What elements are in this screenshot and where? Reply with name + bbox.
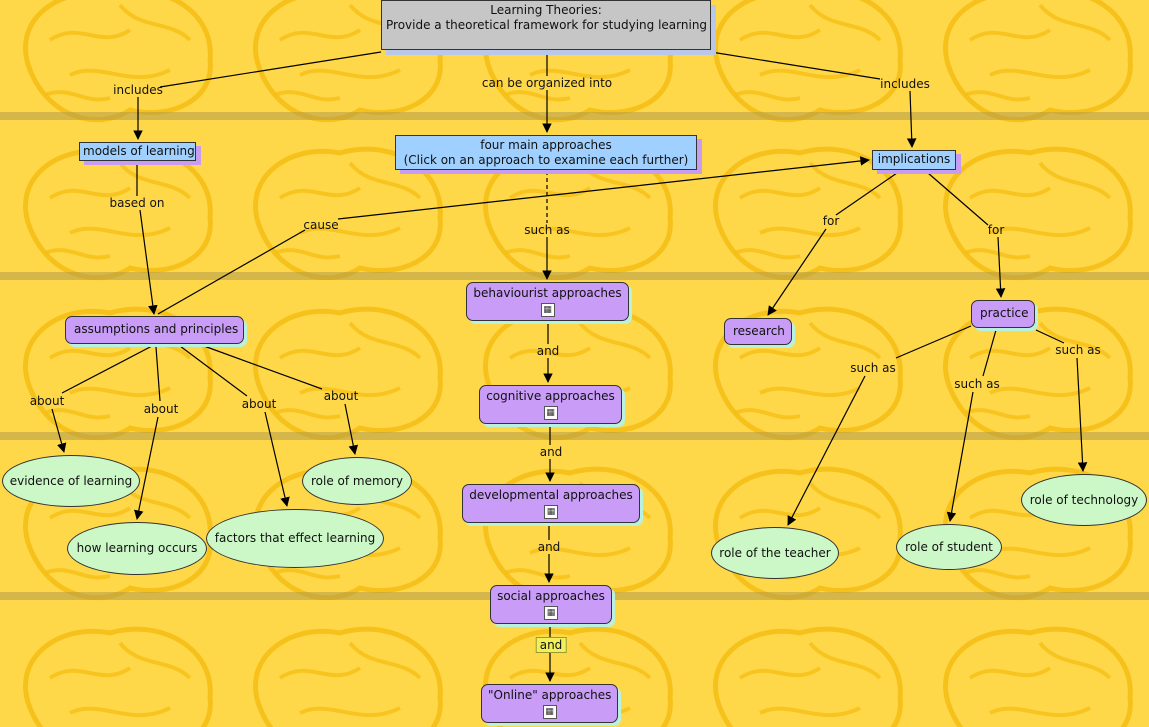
connector-assumptions-to-about3: [179, 345, 248, 397]
connector-root-to-includes-left: [159, 51, 382, 88]
concept-research[interactable]: research: [724, 318, 792, 345]
concept-implications[interactable]: implications: [872, 150, 956, 170]
connector-practice-to-such-as-teacher: [895, 325, 972, 359]
submap-icon[interactable]: ▦: [544, 505, 558, 519]
concept-label: developmental approaches: [469, 488, 633, 502]
concept-label: assumptions and principles: [74, 322, 239, 336]
link-such-as-student: such as: [954, 377, 1000, 391]
concept-role-of-the-teacher[interactable]: role of the teacher: [711, 527, 839, 579]
root-title: Learning Theories:: [490, 3, 602, 17]
link-such-as-tech: such as: [1055, 343, 1101, 357]
connector-implications-to-for-left: [835, 172, 898, 216]
concept-assumptions-and-principles[interactable]: assumptions and principles: [65, 316, 244, 344]
concept-label: role of technology: [1029, 492, 1139, 507]
link-such-as-center: such as: [524, 223, 570, 237]
connector-cause-to-implications: [337, 156, 870, 220]
submap-icon[interactable]: ▦: [544, 606, 558, 620]
concept-label: implications: [877, 152, 951, 166]
concept-behaviourist-approaches[interactable]: behaviourist approaches ▦: [466, 282, 629, 321]
connector-assumptions-to-about4: [203, 345, 323, 390]
link-about-1: about: [29, 394, 65, 408]
concept-label: "Online" approaches: [488, 688, 612, 702]
concept-developmental-approaches[interactable]: developmental approaches ▦: [462, 484, 640, 523]
concept-label: practice: [980, 306, 1029, 320]
concept-label: social approaches: [497, 589, 605, 603]
concept-four-main-approaches[interactable]: four main approaches (Click on an approa…: [395, 135, 697, 170]
brain-tile: [942, 626, 1133, 727]
link-cause: cause: [303, 218, 339, 232]
concept-models-of-learning[interactable]: models of learning: [79, 142, 196, 161]
link-about-2: about: [143, 402, 179, 416]
submap-icon[interactable]: ▦: [543, 406, 558, 420]
concept-factors-that-effect-learning[interactable]: factors that effect learning: [206, 509, 384, 568]
submap-icon[interactable]: ▦: [540, 303, 555, 317]
submap-icon[interactable]: ▦: [542, 705, 557, 719]
connector-such-as-teacher-to-teacher: [787, 375, 866, 526]
connector-based-on-to-assumptions: [139, 209, 158, 315]
concept-role-of-student[interactable]: role of student: [896, 524, 1002, 570]
tile-seam: [0, 112, 1149, 120]
concept-social-approaches[interactable]: social approaches ▦: [490, 585, 612, 624]
connector-practice-to-such-as-tech: [1035, 329, 1065, 344]
link-about-3: about: [241, 397, 277, 411]
connector-about3-to-factors: [264, 411, 290, 507]
link-and-1: and: [536, 344, 560, 358]
connector-about4-to-memory: [344, 403, 359, 455]
concept-evidence-of-learning[interactable]: evidence of learning: [2, 455, 140, 507]
connector-for-left-to-research: [767, 228, 827, 316]
link-can-be-organized-into: can be organized into: [481, 76, 613, 90]
link-based-on: based on: [109, 196, 165, 210]
concept-label: cognitive approaches: [486, 389, 615, 403]
link-for-right: for: [987, 223, 1005, 237]
brain-tile: [252, 626, 443, 727]
concept-label: role of memory: [310, 473, 404, 488]
connector-includes-right-to-implications: [906, 90, 917, 148]
concept-label: behaviourist approaches: [473, 286, 622, 300]
link-and-2: and: [539, 445, 563, 459]
link-and-3: and: [537, 540, 561, 554]
concept-label: research: [733, 324, 785, 338]
concept-label: how learning occurs: [76, 541, 198, 555]
link-includes-left: includes: [113, 83, 163, 97]
concept-how-learning-occurs[interactable]: how learning occurs: [67, 522, 207, 575]
concept-label: evidence of learning: [9, 473, 133, 488]
root-concept[interactable]: Learning Theories: Provide a theoretical…: [381, 0, 711, 50]
connector-such-as-tech-to-technology: [1076, 357, 1088, 472]
connector-root-to-includes-right: [710, 51, 881, 80]
concept-label: role of student: [905, 539, 993, 554]
link-such-as-teacher: such as: [850, 361, 896, 375]
concept-label: role of the teacher: [719, 545, 831, 560]
connector-practice-to-such-as-student: [982, 329, 997, 377]
connector-assumptions-to-cause: [157, 229, 306, 315]
link-about-4: about: [323, 389, 359, 403]
link-includes-right: includes: [880, 77, 930, 91]
connector-for-right-to-practice: [995, 236, 1006, 298]
connector-assumptions-to-about2: [155, 346, 161, 402]
concept-label: models of learning: [83, 144, 195, 158]
connector-implications-to-for-right: [927, 172, 989, 226]
brain-tile: [712, 626, 903, 727]
brain-tile: [22, 626, 213, 727]
connector-such-as-student-to-student: [946, 391, 974, 522]
connector-about2-to-how: [134, 416, 159, 520]
concept-practice[interactable]: practice: [971, 300, 1035, 328]
concept-label-line1: four main approaches: [480, 138, 612, 152]
concept-role-of-memory[interactable]: role of memory: [302, 457, 412, 505]
connector-assumptions-to-about1: [61, 345, 153, 394]
tile-seam: [0, 272, 1149, 280]
concept-online-approaches[interactable]: "Online" approaches ▦: [481, 684, 618, 723]
concept-cognitive-approaches[interactable]: cognitive approaches ▦: [479, 385, 622, 424]
root-subtitle: Provide a theoretical framework for stud…: [386, 18, 708, 32]
concept-label: factors that effect learning: [214, 531, 376, 545]
tile-seam: [0, 432, 1149, 440]
link-for-left: for: [822, 214, 840, 228]
concept-label-line2: (Click on an approach to examine each fu…: [403, 153, 689, 167]
concept-role-of-technology[interactable]: role of technology: [1021, 474, 1147, 526]
link-and-4: and: [535, 637, 567, 653]
connector-about1-to-evidence: [51, 408, 67, 453]
